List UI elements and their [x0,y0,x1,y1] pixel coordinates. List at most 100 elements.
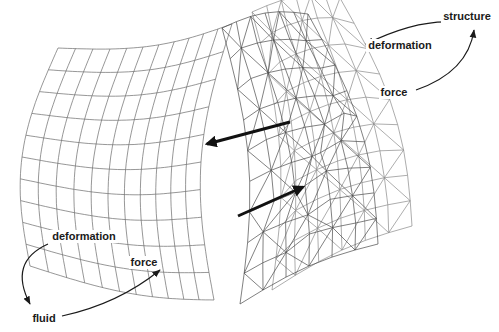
mesh-line [333,223,356,228]
mesh-line [311,0,333,18]
mesh-line [278,98,296,102]
label-text: force [129,256,160,269]
mesh-line [244,243,247,274]
mesh-line [315,95,334,96]
mesh-line [326,168,347,171]
mesh-line [308,215,310,234]
mesh-line [333,65,335,96]
mesh-line [186,29,218,300]
mesh-line [332,228,334,258]
mesh-line [26,244,209,273]
mesh-line [341,218,342,250]
mesh-line [353,167,371,195]
mesh-line [374,123,398,125]
mesh-line [374,124,404,150]
mesh-line [380,151,385,178]
mesh-line [376,218,378,244]
mesh-line [292,162,296,192]
mesh-line [319,250,342,262]
mesh-line [272,33,280,62]
mesh-line [317,17,332,18]
mesh-line [244,273,263,290]
mesh-line [266,140,271,171]
mesh-line [244,232,263,273]
mesh-line [56,49,93,278]
mesh-line [339,71,357,73]
mesh-line [365,233,388,241]
mesh-line [296,48,312,54]
mesh-line [330,199,332,227]
mesh-line [279,12,290,40]
mesh-line [326,171,330,199]
mesh-line [294,228,317,240]
mesh-line [171,34,204,299]
mesh-line [302,18,317,21]
mesh-line [365,142,371,168]
mesh-line [286,127,305,132]
mesh-line [257,40,273,43]
mesh-line [355,244,378,250]
mesh-line [309,228,333,266]
mesh-line [296,0,302,21]
mesh-line [387,205,389,233]
mesh-line [344,113,357,116]
mesh-line [274,40,303,68]
mesh-line [359,151,380,155]
mesh-line [356,218,377,223]
mesh-line [380,150,404,152]
mesh-line [390,99,398,124]
mesh-line [339,72,348,99]
mesh-line [271,170,295,192]
mesh-line [345,44,356,71]
mesh-line [285,69,296,98]
mesh-line [285,68,302,69]
mesh-line [329,45,339,72]
mesh-line [20,179,200,195]
mesh-line [286,83,303,92]
mesh-line [238,79,251,90]
mesh-line [353,196,377,219]
mesh-line [321,124,325,152]
mesh-line [294,12,308,14]
mesh-line [333,228,355,250]
mesh-line [286,252,287,277]
mesh-line [334,127,354,133]
mesh-line [325,113,345,124]
mesh-line [312,153,321,157]
mesh-line [279,210,296,228]
mesh-line [257,43,268,73]
mesh-line [265,12,279,13]
mesh-line [274,39,290,41]
mesh-line [251,13,265,16]
mesh-line [364,205,388,211]
mesh-line [320,68,333,96]
mesh-line [260,109,267,140]
mesh-line [296,21,302,55]
label-text: structure [441,10,493,23]
fluid-mesh [20,24,232,300]
mesh-line [272,0,281,32]
mesh-line [26,134,204,144]
mesh-line [366,97,374,124]
mesh-line [341,116,357,141]
mesh-line [333,96,357,117]
mesh-line [265,13,274,40]
mesh-line [238,48,242,89]
mesh-line [303,41,306,68]
mesh-line [333,0,340,18]
mesh-line [286,132,312,156]
mesh-line [303,68,315,96]
mesh-line [262,263,263,290]
mesh-line [241,48,268,73]
mesh-line [274,105,278,136]
mesh-line [308,199,330,215]
mesh-line [333,18,345,44]
mesh-line [285,222,287,252]
mesh-line [384,178,387,205]
mesh-line [388,201,410,205]
mesh-line [308,215,333,228]
mesh-line [281,0,287,25]
mesh-line [408,175,411,200]
mesh-line [384,150,403,178]
